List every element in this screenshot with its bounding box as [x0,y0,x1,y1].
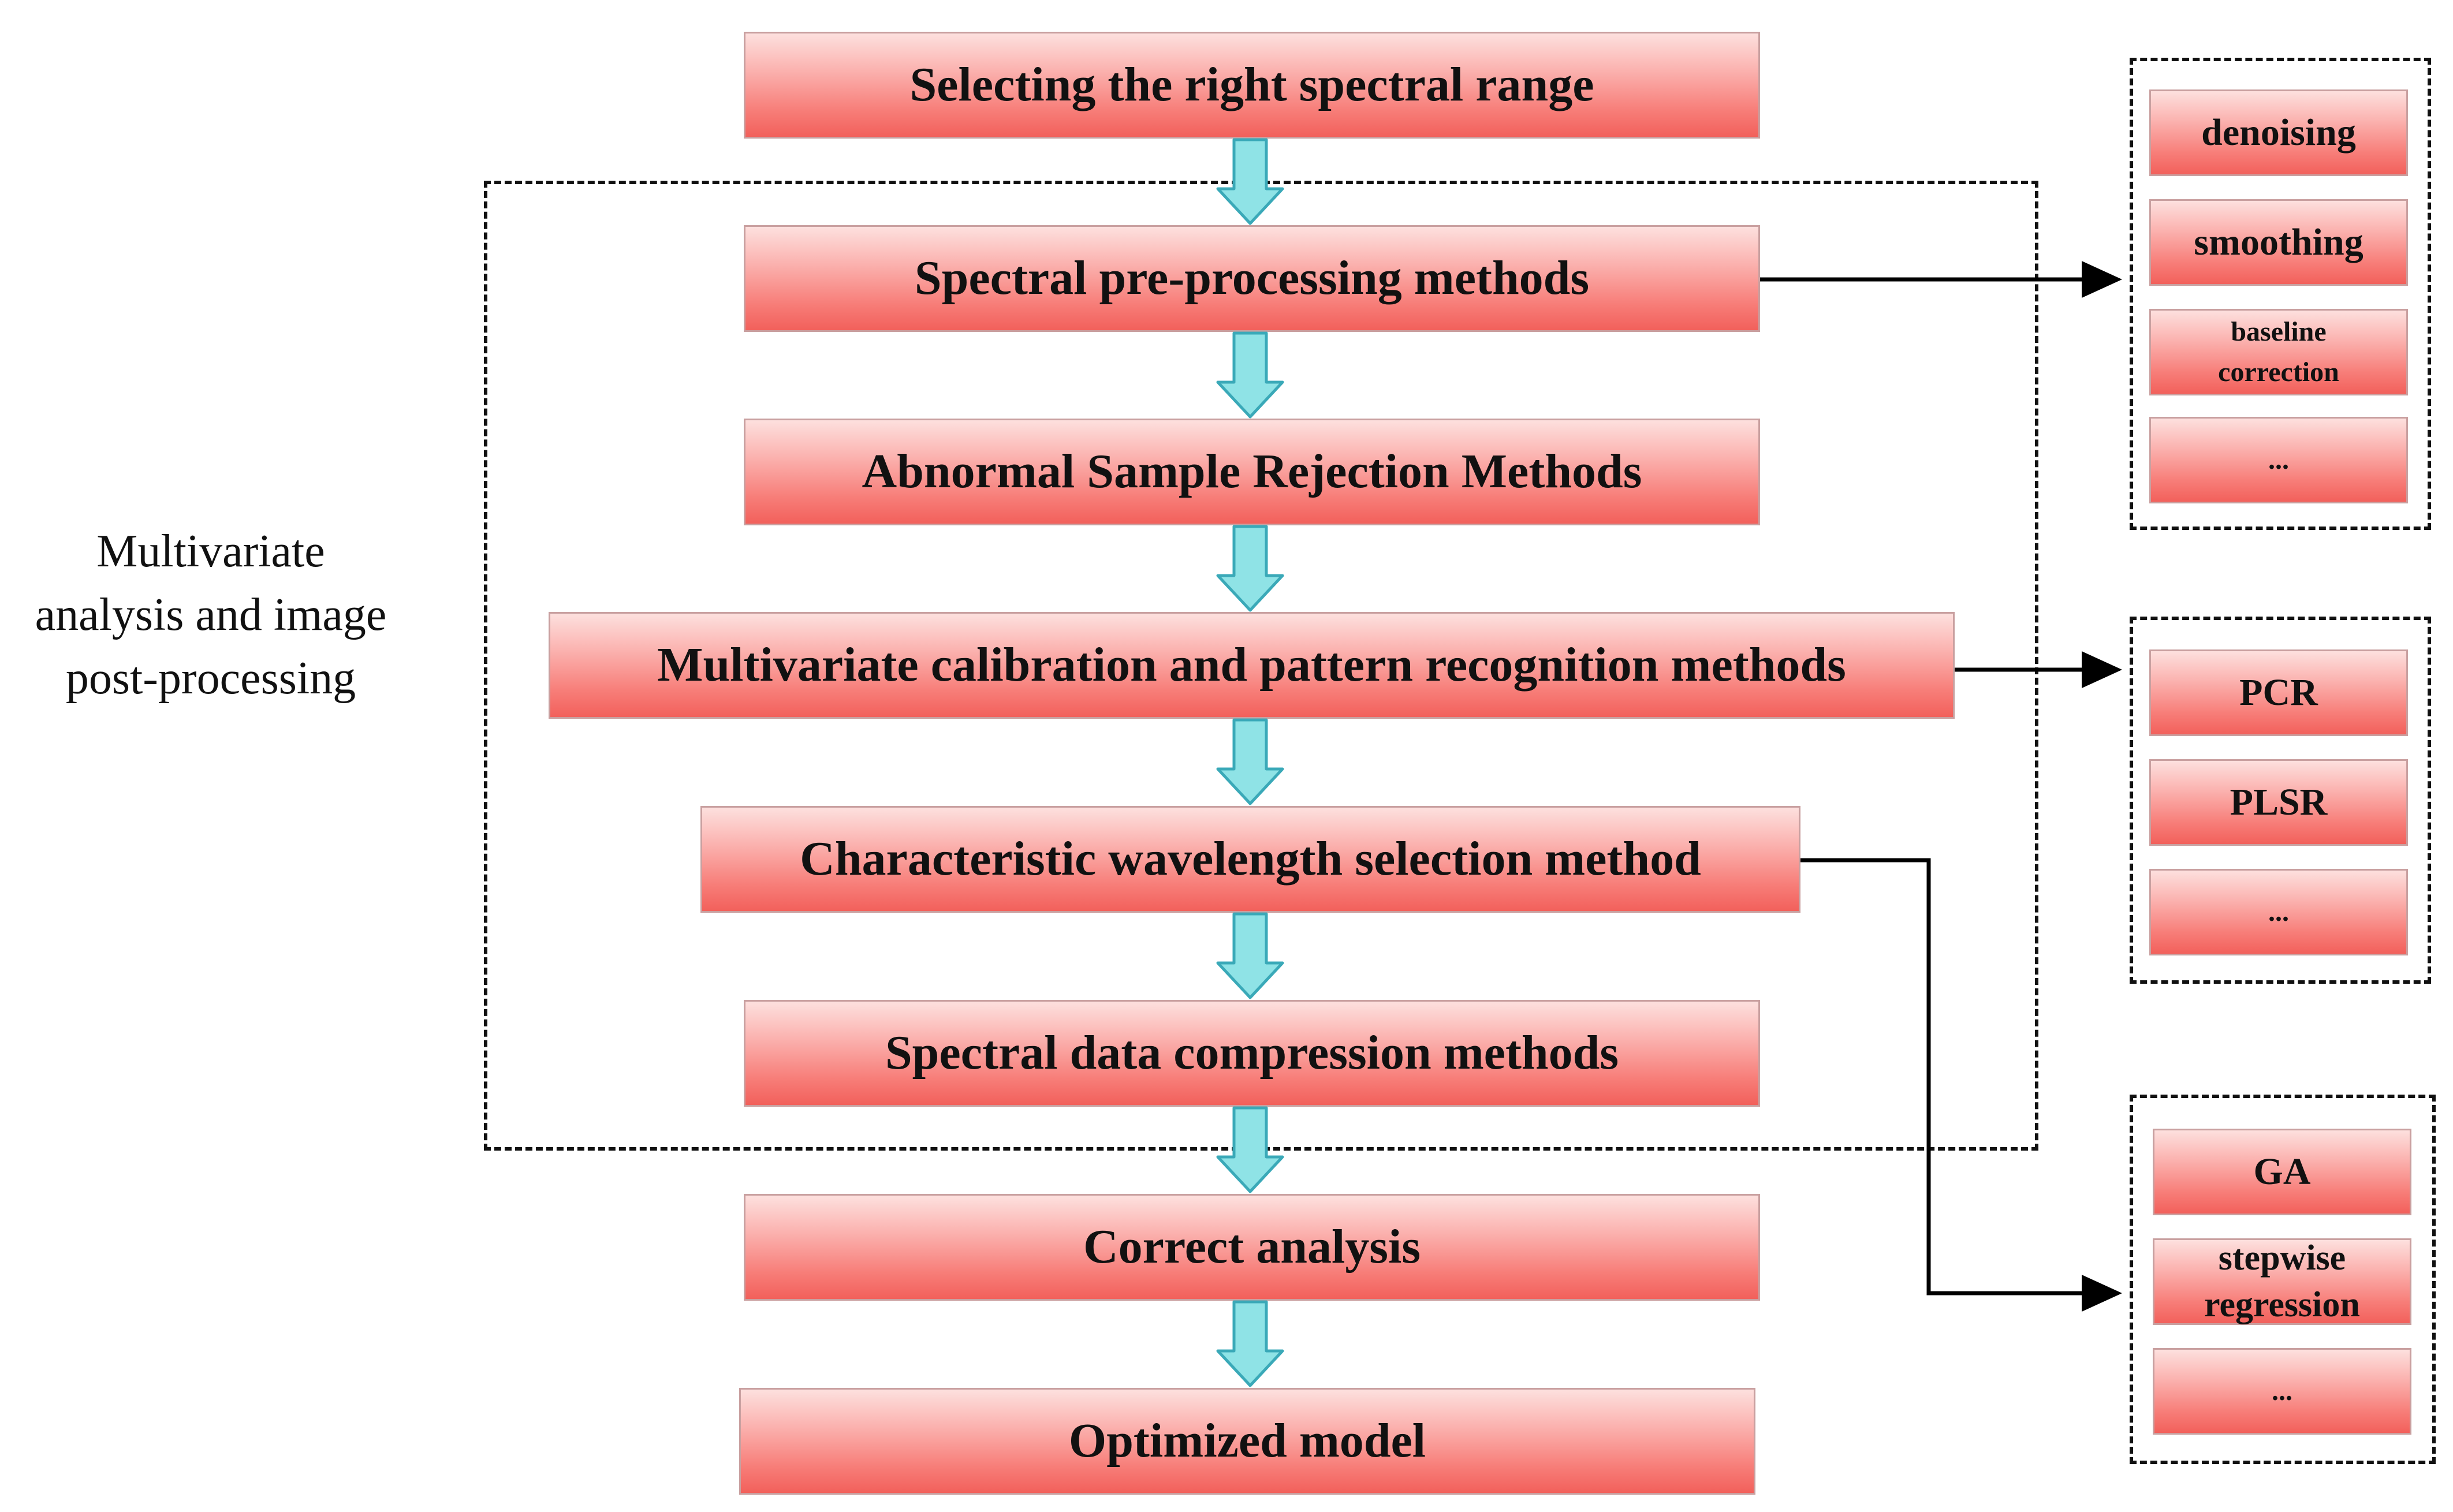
option-stepwise-regression: stepwise regression [2153,1238,2411,1325]
flow-down-arrow-7 [1216,1300,1284,1387]
calibration-group-border [2130,617,2431,984]
option-baseline-correction: baseline correction [2149,309,2408,395]
option-preprocessing-more: ... [2149,417,2408,503]
step-optimized-model: Optimized model [739,1388,1755,1495]
option-calibration-more: ... [2149,869,2408,955]
option-pcr: PCR [2149,649,2408,736]
step-correct-analysis: Correct analysis [744,1194,1760,1301]
preprocessing-group-border [2130,58,2431,530]
wavelength-group-border [2130,1095,2436,1464]
option-denoising: denoising [2149,89,2408,176]
step-wavelength-selection: Characteristic wavelength selection meth… [700,806,1800,913]
option-ga: GA [2153,1129,2411,1215]
step-abnormal-rejection: Abnormal Sample Rejection Methods [744,419,1760,525]
option-plsr: PLSR [2149,759,2408,846]
step-data-compression: Spectral data compression methods [744,1000,1760,1107]
step-calibration-recognition: Multivariate calibration and pattern rec… [549,612,1955,719]
option-smoothing: smoothing [2149,199,2408,286]
step-preprocessing: Spectral pre-processing methods [744,225,1760,332]
side-label: Multivariate analysis and image post-pro… [35,526,387,704]
step-spectral-range: Selecting the right spectral range [744,32,1760,139]
option-wavelength-more: ... [2153,1348,2411,1435]
